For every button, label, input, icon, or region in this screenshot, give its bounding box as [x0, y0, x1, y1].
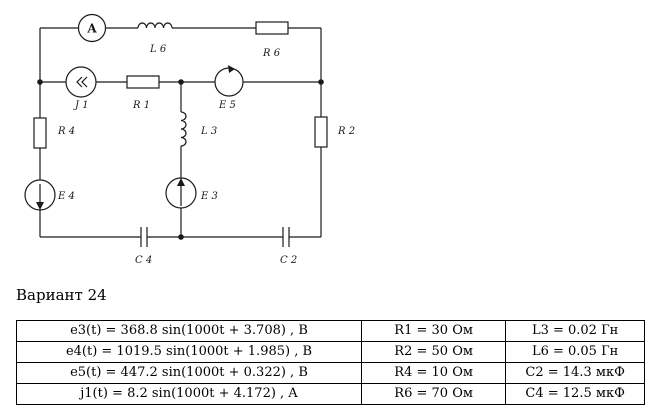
resistance-cell: R1 = 30 Ом [360, 320, 507, 342]
resistance-cell: R6 = 70 Ом [360, 383, 507, 405]
resistance-cell: R4 = 10 Ом [360, 362, 507, 384]
label-e4: E 4 [57, 191, 75, 202]
parameters-table: e3(t) = 368.8 sin(1000t + 3.708) , B R1 … [16, 320, 645, 405]
ammeter [77, 13, 107, 43]
reactive-cell: C4 = 12.5 мкФ [505, 383, 645, 405]
current-source-j1-arrow [76, 76, 88, 88]
node [178, 79, 184, 85]
resistance-cell: R2 = 50 Ом [360, 341, 507, 363]
resistor-r1 [126, 75, 160, 89]
e5-arrow-icon [228, 65, 235, 73]
resistor-r6 [255, 21, 289, 35]
table-row: j1(t) = 8.2 sin(1000t + 4.172) , A R6 = … [16, 383, 645, 405]
table-row: e3(t) = 368.8 sin(1000t + 3.708) , B R1 … [16, 320, 645, 342]
variant-title: Вариант 24 [16, 286, 107, 304]
source-cell: e5(t) = 447.2 sin(1000t + 0.322) , B [16, 362, 362, 384]
reactive-cell: L6 = 0.05 Гн [505, 341, 645, 363]
ammeter-label: A [86, 22, 97, 36]
current-source-j1 [65, 66, 97, 98]
label-r4: R 4 [57, 126, 75, 137]
e3-arrow-icon [177, 178, 185, 186]
node [37, 79, 43, 85]
table-row: e5(t) = 447.2 sin(1000t + 0.322) , B R4 … [16, 362, 645, 384]
label-r6: R 6 [262, 48, 281, 59]
resistor-r4 [33, 117, 47, 149]
label-c2: C 2 [280, 255, 297, 266]
reactive-cell: C2 = 14.3 мкФ [505, 362, 645, 384]
label-e3: E 3 [200, 191, 218, 202]
capacitor-c4 [140, 227, 148, 247]
e4-arrow-icon [36, 202, 44, 210]
inductor-l6 [137, 22, 173, 29]
source-cell: e4(t) = 1019.5 sin(1000t + 1.985) , B [16, 341, 362, 363]
source-cell: j1(t) = 8.2 sin(1000t + 4.172) , A [16, 383, 362, 405]
label-e5: E 5 [218, 100, 236, 111]
label-r1: R 1 [132, 100, 150, 111]
label-l6: L 6 [149, 44, 167, 55]
label-l3: L 3 [200, 126, 217, 137]
inductor-l3 [180, 111, 187, 147]
source-cell: e3(t) = 368.8 sin(1000t + 3.708) , B [16, 320, 362, 342]
table-row: e4(t) = 1019.5 sin(1000t + 1.985) , B R2… [16, 341, 645, 363]
resistor-r2 [314, 116, 328, 148]
label-c4: C 4 [135, 255, 152, 266]
reactive-cell: L3 = 0.02 Гн [505, 320, 645, 342]
top-branch-wire [39, 27, 322, 82]
capacitor-c2 [282, 227, 290, 247]
label-r2: R 2 [337, 126, 355, 137]
node [178, 234, 184, 240]
node [318, 79, 324, 85]
circuit-diagram: A L 6 R 6 J 1 R 1 E 5 R 4 L 3 R 2 E 4 E … [24, 13, 355, 266]
label-j1: J 1 [73, 100, 89, 111]
